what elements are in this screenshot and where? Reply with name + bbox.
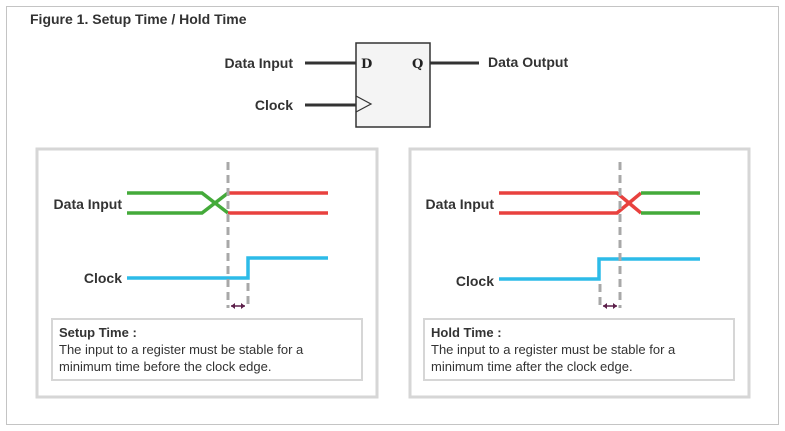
setup-data-input-label: Data Input bbox=[54, 196, 123, 212]
setup-data-stable-upper bbox=[127, 191, 230, 215]
flip-flop-block: D Q Data Input Clock Data Output bbox=[225, 42, 568, 128]
hold-note-title: Hold Time : bbox=[431, 325, 502, 340]
setup-note-line-2: minimum time before the clock edge. bbox=[59, 359, 272, 374]
setup-time-note: Setup Time : The input to a register mus… bbox=[51, 318, 363, 381]
hold-note-line-1: The input to a register must be stable f… bbox=[431, 342, 676, 357]
clock-edge-triangle-icon bbox=[355, 95, 373, 113]
setup-data-stable-lower bbox=[127, 191, 230, 215]
flip-flop-body bbox=[355, 42, 431, 128]
setup-note-line-1: The input to a register must be stable f… bbox=[59, 342, 304, 357]
hold-data-stable-lower bbox=[499, 191, 643, 215]
flipflop-data-input-label: Data Input bbox=[225, 55, 294, 71]
hold-data-input-label: Data Input bbox=[426, 196, 495, 212]
setup-note-title: Setup Time : bbox=[59, 325, 137, 340]
setup-marker-left-arrow-icon bbox=[231, 303, 235, 309]
hold-time-note: Hold Time : The input to a register must… bbox=[423, 318, 735, 381]
hold-clock-waveform bbox=[499, 257, 700, 281]
pin-d-label: D bbox=[361, 57, 372, 72]
setup-clock-label: Clock bbox=[84, 270, 122, 286]
hold-data-stable-upper bbox=[499, 191, 643, 215]
figure-title: Figure 1. Setup Time / Hold Time bbox=[30, 11, 247, 27]
hold-note-line-2: minimum time after the clock edge. bbox=[431, 359, 633, 374]
hold-marker-left-arrow-icon bbox=[603, 303, 607, 309]
figure-frame bbox=[6, 6, 779, 425]
hold-marker-right-arrow-icon bbox=[613, 303, 617, 309]
pin-q-label: Q bbox=[412, 57, 423, 72]
flipflop-clock-label: Clock bbox=[255, 97, 293, 113]
setup-marker-right-arrow-icon bbox=[241, 303, 245, 309]
hold-clock-label: Clock bbox=[456, 273, 494, 289]
setup-clock-waveform bbox=[127, 256, 328, 280]
flipflop-data-output-label: Data Output bbox=[488, 54, 568, 70]
